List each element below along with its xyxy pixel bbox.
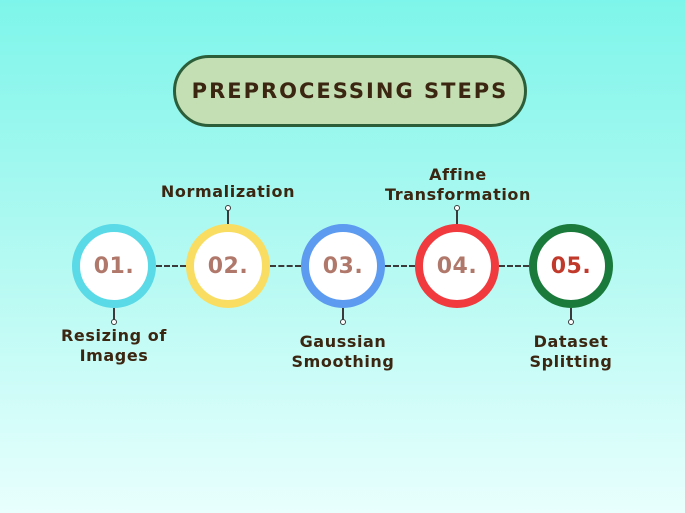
step-2-label: Normalization — [128, 182, 328, 202]
step-2-number: 02. — [207, 253, 249, 279]
step-4-label-line1: Affine — [429, 165, 487, 184]
step-3-label-line2: Smoothing — [291, 352, 395, 371]
step-4-circle: 04. — [415, 224, 499, 308]
step-4-label-line2: Transformation — [385, 185, 531, 204]
connector-4-5 — [499, 265, 529, 267]
step-3-circle: 03. — [301, 224, 385, 308]
step-5-stem — [570, 308, 572, 320]
step-3-number: 03. — [322, 253, 364, 279]
connector-3-4 — [385, 265, 415, 267]
step-1-label-line2: Images — [79, 346, 149, 365]
step-3-label-line1: Gaussian — [299, 332, 387, 351]
step-5-number: 05. — [550, 253, 592, 279]
step-5-circle: 05. — [529, 224, 613, 308]
step-4-label: Affine Transformation — [358, 165, 558, 205]
step-2-stem — [227, 210, 229, 224]
step-1-label: Resizing of Images — [14, 326, 214, 366]
step-3-dot — [340, 319, 346, 325]
step-5-label-line2: Splitting — [529, 352, 613, 371]
step-1-dot — [111, 319, 117, 325]
step-1-label-line1: Resizing of — [61, 326, 167, 345]
step-2-circle: 02. — [186, 224, 270, 308]
step-2-label-line1: Normalization — [160, 182, 296, 201]
step-3-label: Gaussian Smoothing — [243, 332, 443, 372]
title-banner: PREPROCESSING STEPS — [173, 55, 527, 127]
connector-2-3 — [270, 265, 301, 267]
step-5-label-line1: Dataset — [533, 332, 609, 351]
step-1-number: 01. — [93, 253, 135, 279]
step-1-circle: 01. — [72, 224, 156, 308]
step-1-stem — [113, 308, 115, 320]
step-3-stem — [342, 308, 344, 320]
step-5-dot — [568, 319, 574, 325]
step-4-stem — [456, 210, 458, 224]
diagram-title: PREPROCESSING STEPS — [191, 79, 509, 103]
step-5-label: Dataset Splitting — [471, 332, 671, 372]
connector-1-2 — [156, 265, 186, 267]
step-4-number: 04. — [436, 253, 478, 279]
